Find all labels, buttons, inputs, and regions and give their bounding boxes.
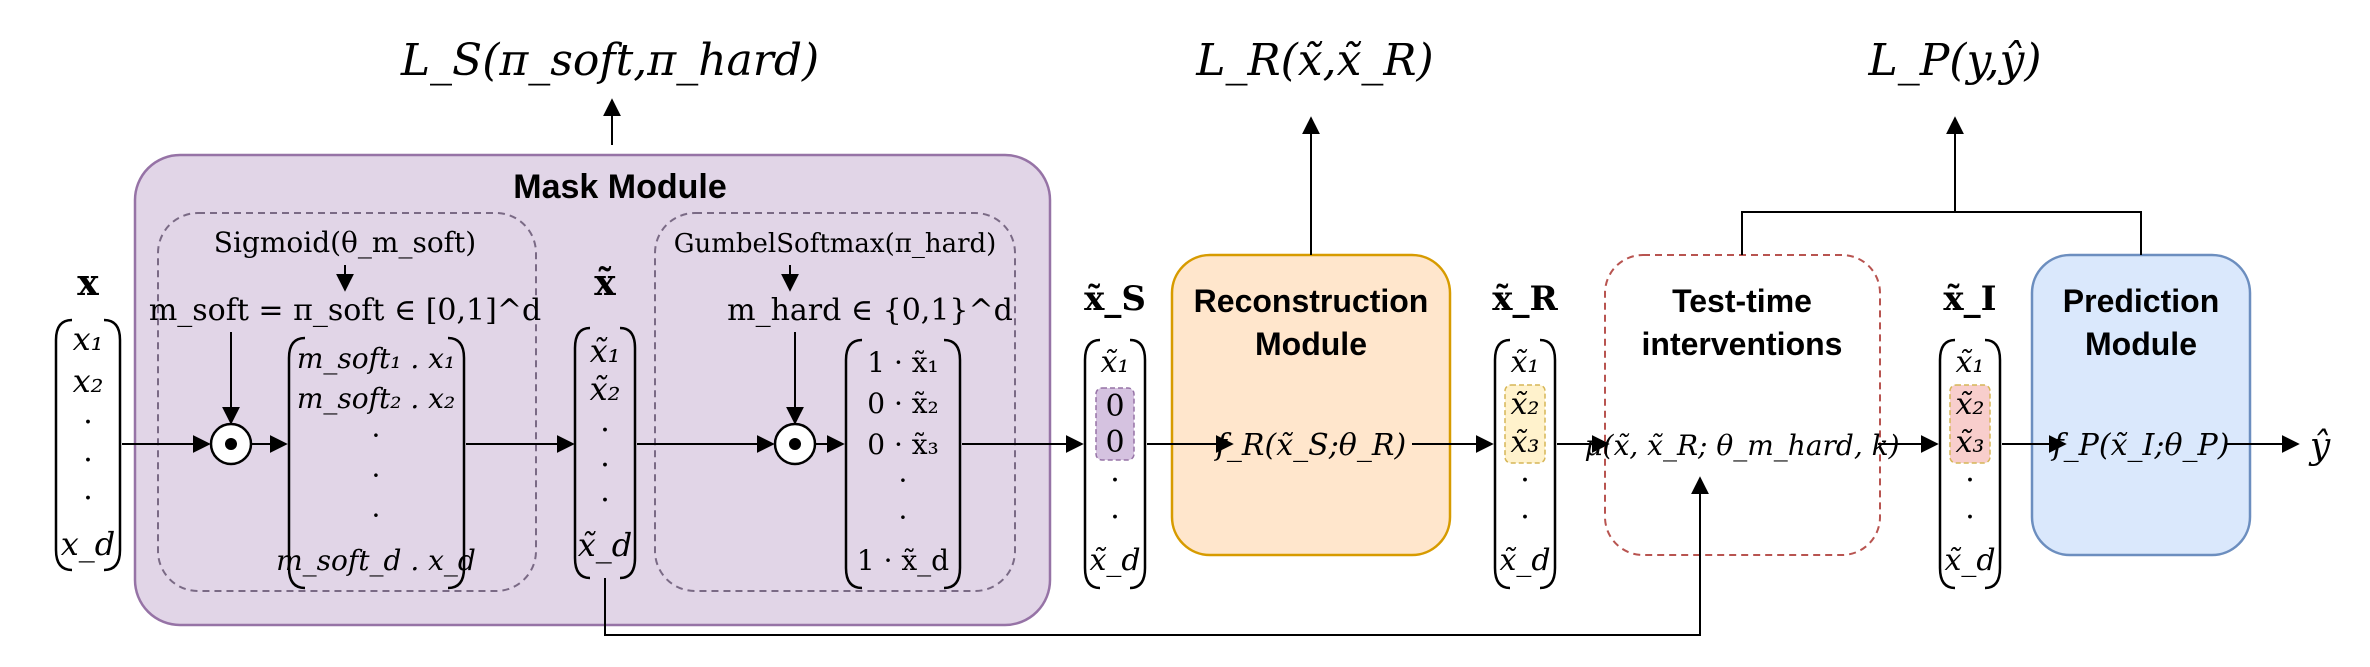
hard-mask-group xyxy=(654,212,1016,592)
skip-connection-arrow xyxy=(604,476,1709,636)
hard-product-vector: 1 · x̃₁ 0 · x̃₂ 0 · x̃₃ · · 1 · x̃_d xyxy=(844,338,962,590)
interventions-title: Test-time xyxy=(1672,283,1812,319)
intermediate-entry: x̃₁ xyxy=(590,332,621,370)
hard-mask-label: m_hard ∈ {0,1}^d xyxy=(727,293,1013,328)
prediction-module-title: Prediction xyxy=(2063,283,2219,319)
selected-entry: x̃_d xyxy=(1089,543,1140,578)
soft-multiply-node xyxy=(209,422,253,466)
input-vector: x₁ x₂ · · · x_d xyxy=(54,318,122,572)
mask-module-title: Mask Module xyxy=(513,168,726,206)
soft-product-entry: m_soft_d . x_d xyxy=(276,544,476,577)
hard-product-entry: · xyxy=(899,464,908,497)
reconstructed-entry: x̃₁ xyxy=(1511,345,1540,380)
reconstructed-entry: · xyxy=(1520,500,1530,535)
reconstruction-loss-label: L_R(x̃,x̃_R) xyxy=(1195,35,1433,86)
prediction-module-title: Module xyxy=(2085,326,2197,362)
selected-entry: 0 xyxy=(1105,389,1124,424)
intervened-entry: x̃₃ xyxy=(1956,425,1985,460)
output-label: ŷ xyxy=(2308,426,2331,467)
soft-product-entry: m_soft₂ . x₂ xyxy=(297,382,455,415)
prediction-loss-label: L_P(y,ŷ) xyxy=(1867,35,2041,86)
soft-mask-group xyxy=(157,212,537,592)
selected-entry: x̃₁ xyxy=(1101,345,1130,380)
hard-product-entry: 1 · x̃_d xyxy=(857,544,949,577)
reconstructed-entry: x̃_d xyxy=(1499,543,1550,578)
selected-vector-label: x̃_S xyxy=(1084,279,1146,319)
reconstructed-entry: · xyxy=(1520,463,1530,498)
soft-product-entry: · xyxy=(372,459,381,492)
reconstructed-entry: x̃₂ xyxy=(1511,387,1540,422)
selected-entry: · xyxy=(1110,500,1120,535)
sparsity-loss-label: L_S(π_soft,π_hard) xyxy=(400,35,819,86)
mask-module-box xyxy=(133,153,1052,627)
intervened-entry: · xyxy=(1965,463,1975,498)
input-entry: x₂ xyxy=(73,362,104,400)
intermediate-entry: · xyxy=(600,448,610,483)
interventions-function: μ(x̃, x̃_R; θ_m_hard, k) xyxy=(1584,429,1899,462)
hard-multiply-node xyxy=(773,422,817,466)
intermediate-entry: · xyxy=(600,413,610,448)
soft-product-entry: · xyxy=(372,499,381,532)
gumbel-generator-label: GumbelSoftmax(π_hard) xyxy=(674,229,997,259)
soft-product-entry: · xyxy=(372,419,381,452)
prediction-loss-connector xyxy=(1741,211,2142,255)
reconstructed-vector-label: x̃_R xyxy=(1492,279,1558,319)
reconstructed-entry: x̃₃ xyxy=(1511,425,1540,460)
input-entry: x_d xyxy=(61,525,116,563)
hard-product-entry: 0 · x̃₃ xyxy=(867,428,939,461)
intermediate-entry: · xyxy=(600,483,610,518)
intervened-entry: · xyxy=(1965,500,1975,535)
intervened-vector: x̃₁ x̃₂ x̃₃ · · x̃_d xyxy=(1938,338,2002,590)
interventions-title: interventions xyxy=(1642,326,1843,362)
input-entry: · xyxy=(83,443,93,478)
input-entry: · xyxy=(83,405,93,440)
hard-product-entry: · xyxy=(899,501,908,534)
intermediate-vector: x̃₁ x̃₂ · · · x̃_d xyxy=(573,326,637,580)
input-vector-label: x xyxy=(77,262,99,304)
selected-entry: 0 xyxy=(1105,425,1124,460)
intermediate-entry: x̃_d xyxy=(578,526,633,564)
reconstruction-module-title: Module xyxy=(1255,326,1367,362)
reconstructed-highlight xyxy=(1504,384,1546,464)
soft-product-vector: m_soft₁ . x₁ m_soft₂ . x₂ · · · m_soft_d… xyxy=(276,336,476,590)
reconstruction-function: f_R(x̃_S;θ_R) xyxy=(1214,428,1406,463)
intervened-highlight xyxy=(1949,384,1991,464)
input-entry: · xyxy=(83,481,93,516)
soft-mask-label: m_soft = π_soft ∈ [0,1]^d xyxy=(149,293,541,328)
intervened-entry: x̃₁ xyxy=(1956,345,1985,380)
input-entry: x₁ xyxy=(73,320,104,358)
intervened-entry: x̃₂ xyxy=(1956,387,1985,422)
prediction-function: f_P(x̃_I;θ_P) xyxy=(2051,428,2230,463)
intervened-entry: x̃_d xyxy=(1944,543,1995,578)
selected-vector: x̃₁ 0 0 · · x̃_d xyxy=(1083,338,1147,590)
intermediate-vector-label: x̃ xyxy=(594,262,616,304)
intermediate-entry: x̃₂ xyxy=(590,370,621,408)
selected-entry: · xyxy=(1110,463,1120,498)
intervened-vector-label: x̃_I xyxy=(1943,279,1996,319)
hard-product-entry: 0 · x̃₂ xyxy=(867,387,939,420)
reconstructed-vector: x̃₁ x̃₂ x̃₃ · · x̃_d xyxy=(1493,338,1557,590)
zero-highlight xyxy=(1095,387,1135,461)
soft-product-entry: m_soft₁ . x₁ xyxy=(297,342,455,375)
sigmoid-generator-label: Sigmoid(θ_m_soft) xyxy=(214,226,476,259)
hard-product-entry: 1 · x̃₁ xyxy=(867,346,939,379)
reconstruction-module-title: Reconstruction xyxy=(1194,283,1429,319)
